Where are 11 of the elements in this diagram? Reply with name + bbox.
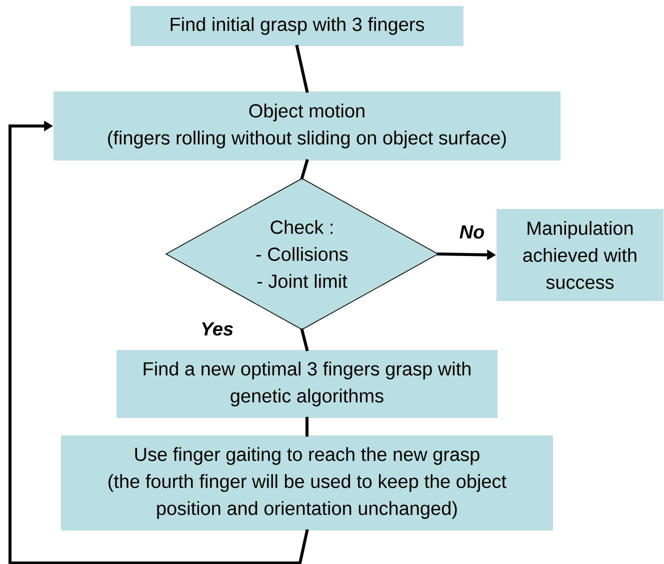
connector-line <box>300 159 308 180</box>
connector-line <box>296 44 308 93</box>
process-box: Use finger gaiting to reach the new grasp (the fourth finger will be used to keep the object position and orientation unchanged) <box>61 435 553 530</box>
connector-line <box>306 416 308 437</box>
process-box: Find a new optimal 3 fingers grasp with genetic algorithms <box>116 350 498 418</box>
connector-line <box>300 328 308 352</box>
process-box: Manipulation achieved with success <box>496 208 664 301</box>
process-box: Object motion (fingers rolling without sliding on object surface) <box>54 92 560 160</box>
arrow <box>8 120 308 564</box>
edge-label: No <box>460 225 484 239</box>
process-box: Find initial grasp with 3 fingers <box>130 6 464 46</box>
